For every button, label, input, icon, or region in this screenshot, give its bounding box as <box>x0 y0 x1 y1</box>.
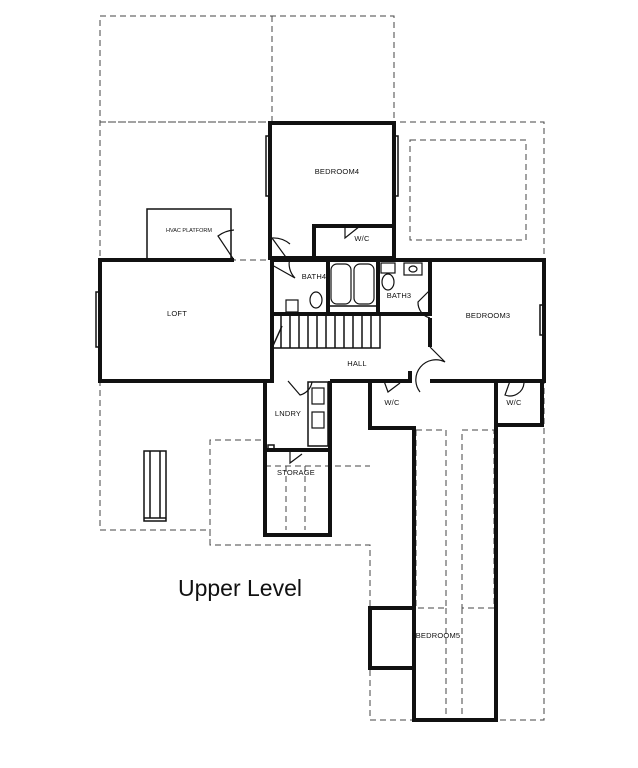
bedroom5-label: BEDROOM5 <box>416 631 461 640</box>
hvac-label: HVAC PLATFORM <box>166 228 212 234</box>
wic-bed4-label: W/C <box>354 234 370 243</box>
bath4-label: BATH4 <box>302 272 327 281</box>
bedroom4-label: BEDROOM4 <box>315 167 360 176</box>
plan-title: Upper Level <box>177 575 303 601</box>
wic-left-label: W/C <box>384 398 400 407</box>
loft-label: LOFT <box>167 309 187 318</box>
lower-walls <box>263 379 544 722</box>
bath3-label: BATH3 <box>387 291 412 300</box>
roof-vent <box>143 450 167 522</box>
storage-label: STORAGE <box>277 468 315 477</box>
bedroom3-label: BEDROOM3 <box>466 311 511 320</box>
laundry-label: LNDRY <box>275 409 301 418</box>
hall-label: HALL <box>347 359 367 368</box>
hvac-platform <box>146 208 232 260</box>
staircase <box>271 313 381 349</box>
wic-bed3-label: W/C <box>506 398 522 407</box>
door-swings <box>217 225 525 465</box>
bedroom4-walls <box>268 121 396 260</box>
bath-fixtures <box>285 262 423 313</box>
